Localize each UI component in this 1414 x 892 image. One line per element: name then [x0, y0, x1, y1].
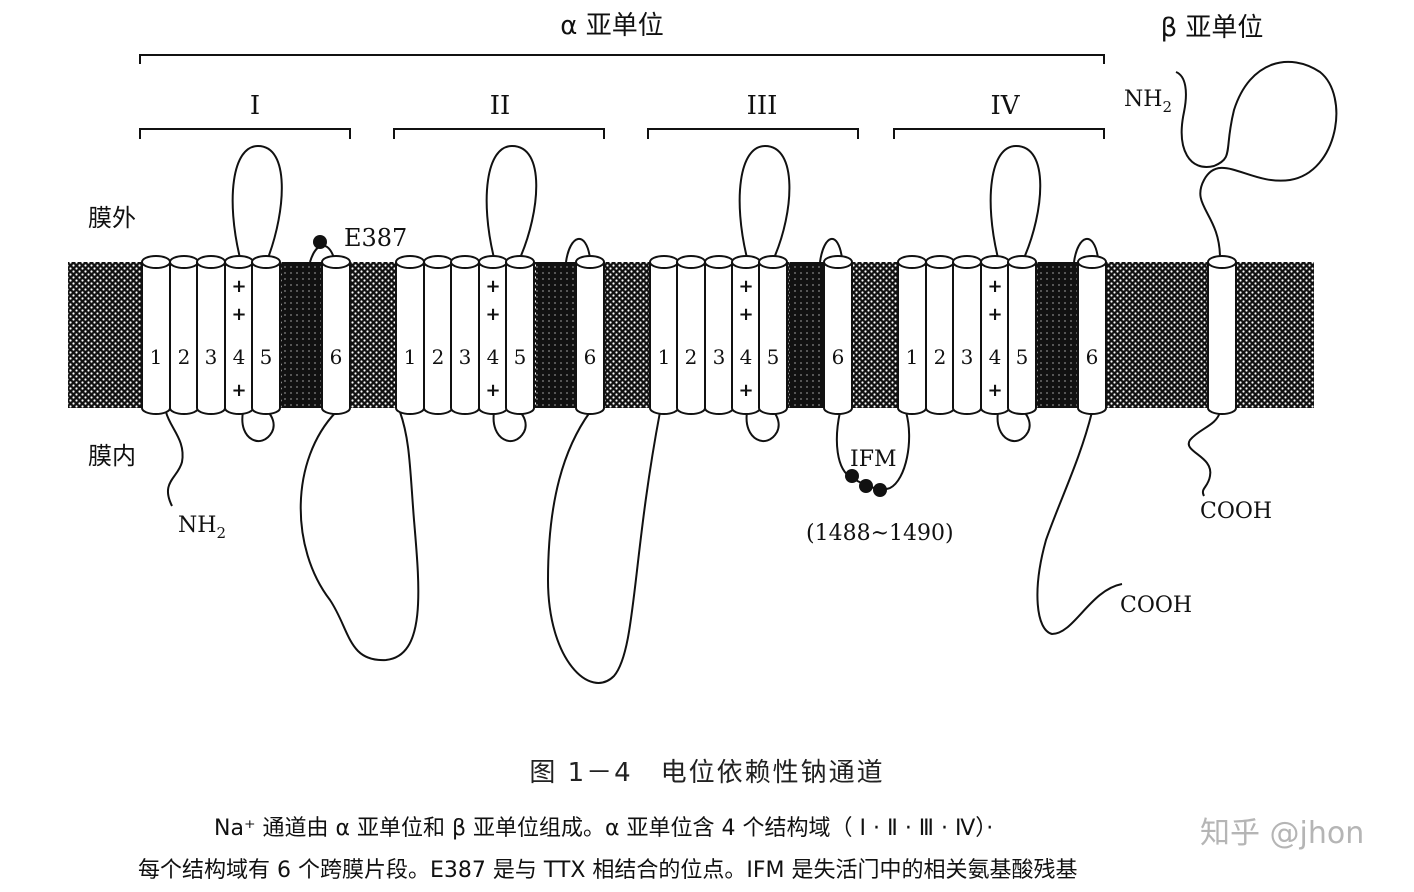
segment-number: 3 — [713, 345, 726, 369]
domain-1-segment-3: 3 — [196, 255, 226, 415]
domain-label-ii: II — [490, 91, 511, 121]
domain-2-segment-2: 2 — [423, 255, 453, 415]
domain-brackets — [139, 128, 1105, 139]
segment-number: 1 — [150, 345, 163, 369]
segment-number: 1 — [658, 345, 671, 369]
charge-plus: + — [738, 304, 753, 325]
charge-plus: + — [987, 380, 1002, 401]
charge-plus: + — [485, 276, 500, 297]
domain-3-segment-1: 1 — [649, 255, 679, 415]
domain-3-segment-5: 5 — [758, 255, 788, 415]
domain-2-segment-3: 3 — [450, 255, 480, 415]
domain-bracket-3 — [647, 128, 859, 139]
segment-number: 1 — [404, 345, 417, 369]
charge-plus: + — [231, 304, 246, 325]
segment-number: 2 — [178, 345, 191, 369]
segment-number: 2 — [432, 345, 445, 369]
domain-4-segment-3: 3 — [952, 255, 982, 415]
domain-1-segment-4: 4 + + + — [224, 255, 254, 415]
caption-line-2: 每个结构域有 6 个跨膜片段。E387 是与 TTX 相结合的位点。IFM 是失… — [138, 858, 1078, 883]
pore-region-3 — [790, 262, 826, 408]
domain-1-segment-6: 6 — [321, 255, 351, 415]
domain-1-segment-2: 2 — [169, 255, 199, 415]
e387-site — [313, 235, 327, 249]
charge-plus: + — [231, 380, 246, 401]
domain-bracket-2 — [393, 128, 605, 139]
figure-title: 图 1－4 电位依赖性钠通道 — [529, 758, 885, 788]
domain-3-segment-3: 3 — [704, 255, 734, 415]
domain-label-i: I — [250, 91, 260, 121]
intracellular-label: 膜内 — [88, 442, 136, 470]
segment-number: 3 — [459, 345, 472, 369]
cooh-alpha-label: COOH — [1120, 593, 1192, 618]
segment-number: 2 — [934, 345, 947, 369]
domain-2-segment-5: 5 — [505, 255, 535, 415]
pore-region-1 — [282, 262, 322, 408]
charge-plus: + — [485, 380, 500, 401]
domain-2-segment-6: 6 — [575, 255, 605, 415]
segment-number: 4 — [740, 345, 753, 369]
segment-number: 3 — [205, 345, 218, 369]
domain-2-segment-1: 1 — [395, 255, 425, 415]
domain-bracket-4 — [893, 128, 1105, 139]
domain-2-segment-4: 4 + + + — [478, 255, 508, 415]
ifm-beads — [845, 469, 887, 497]
charge-plus: + — [485, 304, 500, 325]
charge-plus: + — [738, 276, 753, 297]
beta-subunit-label: β 亚单位 — [1161, 13, 1264, 43]
segment-number: 5 — [767, 345, 780, 369]
segment-number: 4 — [487, 345, 500, 369]
pore-region-2 — [536, 262, 576, 408]
charge-plus: + — [738, 380, 753, 401]
segment-number: 6 — [1086, 345, 1099, 369]
beta-subunit-segment — [1207, 255, 1237, 415]
ifm-range-label: (1488~1490) — [806, 521, 954, 546]
nh2-beta-label: NH2 — [1124, 87, 1172, 116]
membrane-pore-regions — [282, 262, 1078, 408]
domain-3-segment-2: 2 — [676, 255, 706, 415]
loops — [165, 60, 1338, 684]
domain-4-segment-5: 5 — [1007, 255, 1037, 415]
pore-region-4 — [1038, 262, 1078, 408]
segment-number: 4 — [989, 345, 1002, 369]
domain-1-segment-1: 1 — [141, 255, 171, 415]
domain-4-segment-2: 2 — [925, 255, 955, 415]
charge-plus: + — [987, 304, 1002, 325]
domain-3-segment-4: 4 + + + — [731, 255, 761, 415]
domain-bracket-1 — [139, 128, 351, 139]
extracellular-label: 膜外 — [88, 204, 136, 232]
domain-1-segment-5: 5 — [251, 255, 281, 415]
domain-4-segment-6: 6 — [1077, 255, 1107, 415]
alpha-subunit-bracket — [139, 54, 1105, 64]
segment-number: 6 — [330, 345, 343, 369]
segment-number: 3 — [961, 345, 974, 369]
segment-number: 2 — [685, 345, 698, 369]
cooh-beta-label: COOH — [1200, 499, 1272, 524]
nh2-alpha-label: NH2 — [178, 513, 226, 542]
e387-label: E387 — [344, 224, 407, 252]
domain-3-segment-6: 6 — [823, 255, 853, 415]
domain-4-segment-4: 4 + + + — [980, 255, 1010, 415]
segment-number: 5 — [1016, 345, 1029, 369]
domain-label-iii: III — [747, 91, 778, 121]
segment-number: 6 — [584, 345, 597, 369]
alpha-subunit-label: α 亚单位 — [560, 11, 663, 41]
watermark: 知乎 @jhon — [1200, 816, 1365, 851]
ifm-label: IFM — [850, 447, 896, 472]
caption-line-1: Na⁺ 通道由 α 亚单位和 β 亚单位组成。α 亚单位含 4 个结构域（ Ⅰ … — [214, 816, 994, 841]
charge-plus: + — [231, 276, 246, 297]
segment-number: 1 — [906, 345, 919, 369]
segment-number: 6 — [832, 345, 845, 369]
domain-label-iv: IV — [990, 91, 1020, 121]
segment-number: 5 — [260, 345, 273, 369]
segment-number: 4 — [233, 345, 246, 369]
charge-plus: + — [987, 276, 1002, 297]
domain-4-segment-1: 1 — [897, 255, 927, 415]
segment-number: 5 — [514, 345, 527, 369]
